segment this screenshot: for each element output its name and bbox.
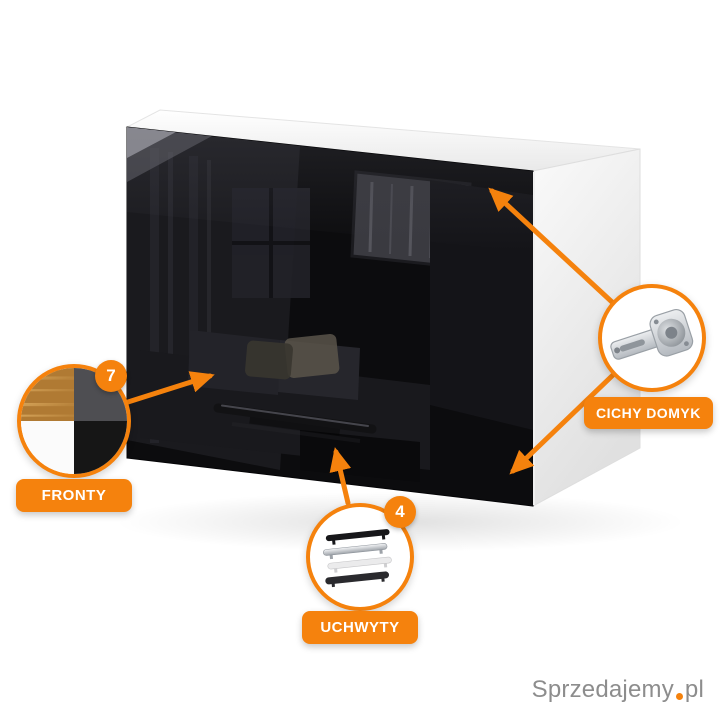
arrow-to-top-hinge: [488, 187, 615, 305]
front-gloss-reflections: [127, 127, 533, 482]
fronts-count-badge: 7: [95, 360, 127, 392]
watermark-name: Sprzedajemy: [531, 676, 674, 703]
handles-count-badge: 4: [384, 496, 416, 528]
handle-variant-white: [327, 556, 392, 573]
arrow-to-bottom-hinge: [509, 372, 616, 475]
watermark-dot: [675, 693, 683, 700]
soft-close-circle: [598, 284, 706, 392]
arrow-to-handle: [329, 447, 352, 506]
soft-close-label: CICHY DOMYK: [584, 397, 713, 429]
handle-variant-chrome: [323, 543, 388, 560]
handles-icon: [323, 529, 392, 588]
handle-variant-black: [325, 529, 390, 545]
watermark: Sprzedajemy pl: [532, 676, 704, 704]
watermark-tld: pl: [684, 676, 704, 703]
handles-count: 4: [395, 502, 405, 521]
fronts-count: 7: [106, 366, 116, 385]
handle-variant-graphite: [325, 571, 390, 588]
fronts-label: FRONTY: [16, 479, 132, 512]
cabinet: [125, 109, 641, 507]
arrow-to-front: [125, 371, 215, 405]
cabinet-handle: [213, 403, 377, 443]
hinge-icon: [610, 308, 694, 360]
handles-label: UCHWYTY: [302, 611, 418, 644]
